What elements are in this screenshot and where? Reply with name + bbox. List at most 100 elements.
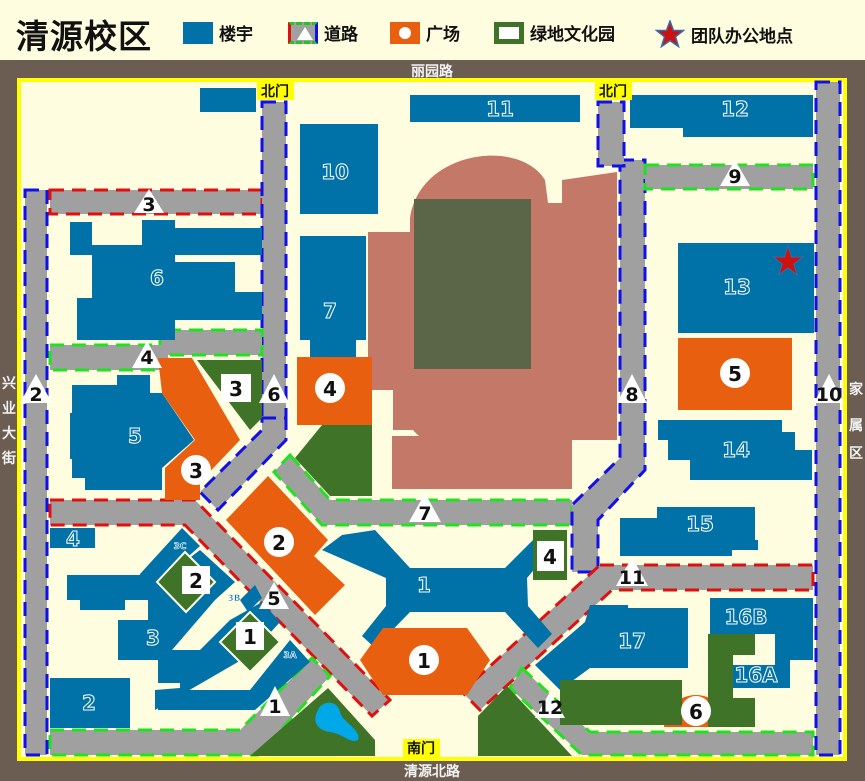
plaza-2-label: 2	[272, 531, 286, 555]
road-1-label: 1	[268, 696, 281, 718]
legend-label: 楼宇	[219, 25, 253, 45]
street-east-char: 家	[849, 381, 864, 398]
building-3b[interactable]	[240, 585, 262, 612]
green-markers: 3 2 1 4	[182, 374, 564, 650]
building-5-annex[interactable]	[70, 413, 82, 459]
building-10[interactable]	[300, 124, 378, 214]
building-14[interactable]	[658, 420, 812, 480]
road-4-label: 4	[140, 347, 153, 369]
green-south-east[interactable]	[478, 686, 572, 756]
building-swatch-icon	[183, 21, 213, 44]
building-7[interactable]	[300, 236, 366, 358]
building-1[interactable]	[322, 530, 552, 648]
street-east-char: 区	[849, 446, 863, 462]
green-near-17[interactable]	[560, 680, 682, 725]
legend-label: 团队办公地点	[691, 26, 793, 47]
legend-item-green: 绿地文化园	[494, 20, 615, 45]
building-14-label: 14	[722, 438, 750, 462]
road-2[interactable]	[23, 188, 49, 757]
road-3-label: 3	[142, 194, 155, 216]
north-gate-east-label: 北门	[599, 83, 627, 100]
plaza-5-marker	[720, 358, 750, 388]
legend-item-office: 团队办公地点	[655, 20, 793, 48]
south-gate[interactable]	[403, 739, 440, 757]
road-1-marker-icon	[260, 686, 290, 716]
building-17[interactable]	[535, 605, 688, 690]
football-field[interactable]	[414, 199, 531, 369]
north-gate-west[interactable]	[257, 82, 294, 100]
road-8-marker-icon	[617, 374, 647, 403]
plaza-3-marker	[181, 455, 211, 485]
building-6-label: 6	[150, 266, 164, 290]
plaza-1-marker	[409, 645, 439, 675]
street-east-label: 家 属 区	[849, 381, 864, 462]
green-16[interactable]	[708, 634, 755, 727]
building-2[interactable]	[50, 678, 130, 728]
street-east-char: 属	[849, 418, 863, 434]
green-2-label: 2	[189, 569, 203, 593]
road-markers: 3 4 2 6 8 10 9 7 11 5 1 12	[20, 160, 844, 719]
plaza-6-label: 6	[689, 700, 703, 724]
green-2-marker	[182, 566, 210, 594]
building-10-label: 10	[321, 160, 349, 184]
south-gate-label: 南门	[407, 740, 435, 757]
building-3[interactable]	[67, 550, 280, 710]
building-16[interactable]	[710, 598, 813, 688]
green-top-center[interactable]	[295, 425, 372, 496]
road-6-diagonal[interactable]	[197, 416, 288, 513]
green-swatch-icon	[494, 21, 524, 44]
road-11-marker-icon	[616, 557, 648, 586]
building-4[interactable]	[50, 528, 95, 548]
building-5[interactable]	[72, 375, 194, 490]
building-12-label: 12	[721, 97, 749, 121]
team-office-star-icon[interactable]	[771, 244, 805, 277]
plaza-5-label: 5	[728, 362, 742, 386]
street-west-label: 兴 业 大 街	[1, 375, 16, 467]
street-north-label: 丽园路	[411, 63, 454, 80]
building-17-label: 17	[618, 629, 646, 653]
legend-label: 道路	[324, 25, 358, 45]
north-gate-east[interactable]	[595, 82, 632, 100]
building-13-label: 13	[723, 275, 751, 299]
plaza-2-marker	[264, 527, 294, 557]
building-3b-label: 3B	[227, 594, 240, 604]
road-12[interactable]	[508, 665, 815, 757]
road-north-gate-east[interactable]	[596, 100, 626, 168]
plaza-4-label: 4	[323, 377, 337, 401]
road-1[interactable]	[48, 655, 333, 757]
street-west-char: 兴	[2, 375, 16, 392]
road-10[interactable]	[814, 80, 842, 757]
road-11-label: 11	[619, 567, 645, 589]
legend-item-plaza: 广场	[390, 20, 460, 45]
green-3-marker	[221, 374, 251, 402]
road-7[interactable]	[271, 452, 574, 527]
building-2-label: 2	[82, 691, 96, 715]
building-11[interactable]	[410, 95, 580, 122]
building-4-label: 4	[66, 527, 80, 551]
green-1-label: 1	[243, 625, 257, 649]
map-header: 清源校区 楼宇 道路 广场 绿地文化园 团队办公地点	[0, 0, 865, 61]
green-3-label: 3	[229, 377, 243, 401]
street-west-char: 街	[1, 450, 16, 467]
road-7-marker-icon	[409, 493, 441, 522]
plaza-3[interactable]	[158, 358, 240, 500]
building-6[interactable]	[70, 220, 262, 340]
road-12-marker-icon	[535, 692, 565, 718]
building-1-label: 1	[417, 573, 431, 597]
street-west-char: 大	[2, 425, 16, 442]
building-unlabeled[interactable]	[200, 88, 256, 112]
road-4-marker-icon	[132, 341, 162, 368]
road-10-marker-icon	[814, 374, 844, 403]
legend-item-building: 楼宇	[183, 20, 253, 45]
green-lake-park[interactable]	[250, 688, 375, 756]
road-8[interactable]	[570, 158, 647, 574]
legend-label: 广场	[426, 25, 460, 45]
road-12-label: 12	[537, 697, 563, 719]
road-9-marker-icon	[720, 160, 750, 186]
north-gate-west-label: 北门	[261, 83, 289, 100]
road-2-marker-icon	[20, 374, 52, 403]
campus-map: 丽园路 清源北路 兴 业 大 街 家 属 区	[0, 60, 865, 781]
building-15[interactable]	[620, 507, 758, 556]
building-12[interactable]	[630, 95, 813, 137]
street-west-char: 业	[2, 401, 16, 417]
